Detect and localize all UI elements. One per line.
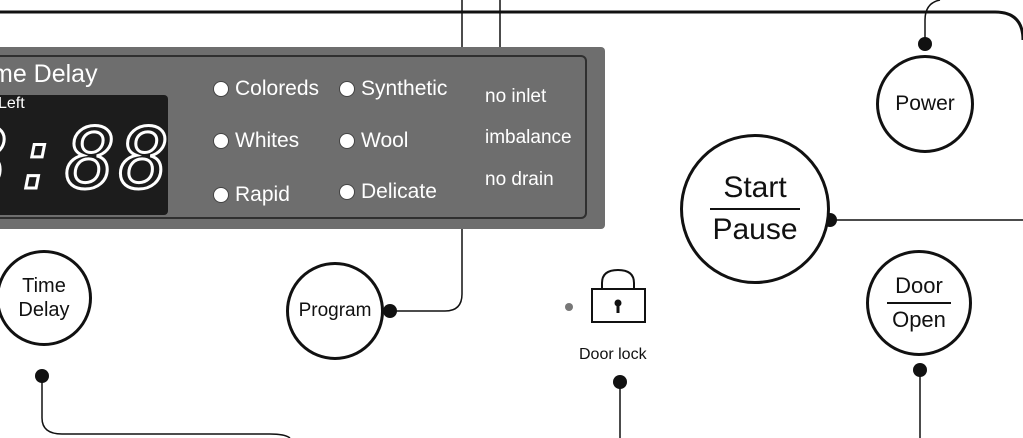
program-callout-dot: [383, 304, 397, 318]
power-button[interactable]: Power: [876, 55, 974, 153]
program-option-label: Wool: [361, 129, 409, 152]
time-delay-button-label-bottom: Delay: [18, 299, 70, 321]
program-option-label: Delicate: [361, 180, 437, 203]
time-left-label: Left: [0, 95, 25, 112]
program-button-label: Program: [298, 300, 372, 321]
program-button[interactable]: Program: [286, 262, 384, 360]
indicator-light-icon: [213, 81, 229, 97]
fraction-divider: [887, 302, 951, 304]
time-delay-button-label-top: Time: [22, 275, 66, 297]
indicator-light-icon: [339, 184, 355, 200]
status-no-inlet: no inlet: [485, 86, 547, 107]
power-callout-dot: [918, 37, 932, 51]
status-imbalance: imbalance: [485, 127, 572, 148]
program-option-label: Whites: [235, 129, 300, 152]
program-option-rapid: Rapid: [213, 183, 290, 207]
padlock-icon: [591, 268, 646, 323]
outer-border: [0, 10, 1023, 41]
power-callout-line: [924, 0, 941, 44]
door-lock-label: Door lock: [579, 346, 647, 363]
program-option-label: Coloreds: [235, 77, 320, 100]
door-lock-indicator-light: [565, 303, 573, 311]
start-pause-label-group: Start Pause: [710, 171, 800, 247]
door-open-label-group: Door Open: [887, 273, 951, 333]
time-delay-title: me Delay: [0, 60, 98, 88]
open-label: Open: [892, 307, 946, 332]
door-lock-callout-dot: [613, 375, 627, 389]
indicator-light-icon: [213, 187, 229, 203]
program-option-label: Rapid: [235, 183, 290, 206]
time-delay-button[interactable]: Time Delay: [0, 250, 92, 346]
door-label: Door: [895, 273, 943, 298]
program-option-whites: Whites: [213, 129, 299, 153]
pause-label: Pause: [712, 213, 798, 246]
program-option-label: Synthetic: [361, 77, 448, 100]
start-label: Start: [723, 171, 787, 204]
digit-display: [0, 95, 168, 215]
start-pause-button[interactable]: Start Pause: [680, 134, 830, 284]
program-option-wool: Wool: [339, 129, 408, 153]
display-panel-frame: [0, 55, 587, 219]
time-delay-callout-dot: [35, 369, 49, 383]
program-option-synthetic: Synthetic: [339, 77, 447, 101]
program-callout-line: [390, 0, 463, 312]
indicator-light-icon: [339, 133, 355, 149]
program-option-delicate: Delicate: [339, 180, 437, 204]
door-open-callout-dot: [913, 363, 927, 377]
program-option-coloreds: Coloreds: [213, 77, 319, 101]
indicator-light-icon: [213, 133, 229, 149]
fraction-divider: [710, 208, 800, 210]
power-button-label: Power: [895, 92, 955, 115]
door-open-button[interactable]: Door Open: [866, 250, 972, 356]
time-digits: 8:88: [0, 110, 173, 208]
indicator-light-icon: [339, 81, 355, 97]
status-no-drain: no drain: [485, 169, 554, 190]
time-delay-callout-line: [41, 376, 291, 438]
